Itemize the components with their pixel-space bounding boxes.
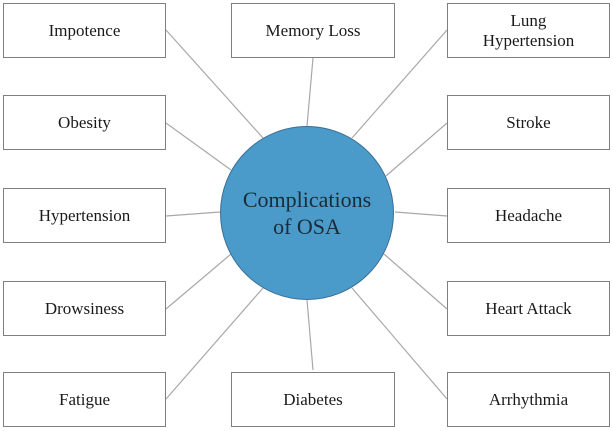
node-memory-loss: Memory Loss	[231, 3, 395, 58]
node-label: Arrhythmia	[488, 389, 569, 409]
node-label: Diabetes	[283, 389, 343, 409]
connector-obesity	[165, 122, 232, 171]
center-node: Complications of OSA	[220, 126, 394, 300]
node-impotence: Impotence	[3, 3, 166, 58]
node-label: Drowsiness	[44, 298, 125, 318]
connector-drowsiness	[165, 253, 232, 310]
connector-hypertension	[165, 211, 221, 217]
node-headache: Headache	[447, 188, 610, 243]
node-hypertension: Hypertension	[3, 188, 166, 243]
node-label: Memory Loss	[265, 20, 361, 40]
node-label: Lung Hypertension	[482, 10, 575, 50]
node-label: Fatigue	[59, 389, 110, 409]
connector-heart-attack	[383, 253, 448, 310]
node-label: Hypertension	[38, 205, 131, 225]
node-label: Impotence	[48, 20, 121, 40]
connector-memory-loss	[306, 57, 314, 127]
node-drowsiness: Drowsiness	[3, 281, 166, 336]
connector-fatigue	[165, 287, 264, 400]
center-label: Complications of OSA	[242, 187, 372, 239]
node-lung-hypertension: Lung Hypertension	[447, 3, 610, 58]
connector-impotence	[165, 29, 264, 139]
connector-stroke	[385, 122, 448, 177]
connector-arrhythmia	[351, 287, 448, 400]
node-heart-attack: Heart Attack	[447, 281, 610, 336]
connector-headache	[394, 211, 448, 217]
node-fatigue: Fatigue	[3, 372, 166, 427]
node-stroke: Stroke	[447, 95, 610, 150]
node-obesity: Obesity	[3, 95, 166, 150]
connector-lung-hypertension	[351, 29, 448, 139]
node-arrhythmia: Arrhythmia	[447, 372, 610, 427]
node-label: Headache	[494, 205, 562, 225]
connector-diabetes	[306, 299, 314, 371]
node-label: Stroke	[506, 112, 551, 132]
node-diabetes: Diabetes	[231, 372, 395, 427]
node-label: Heart Attack	[485, 298, 572, 318]
node-label: Obesity	[58, 112, 111, 132]
